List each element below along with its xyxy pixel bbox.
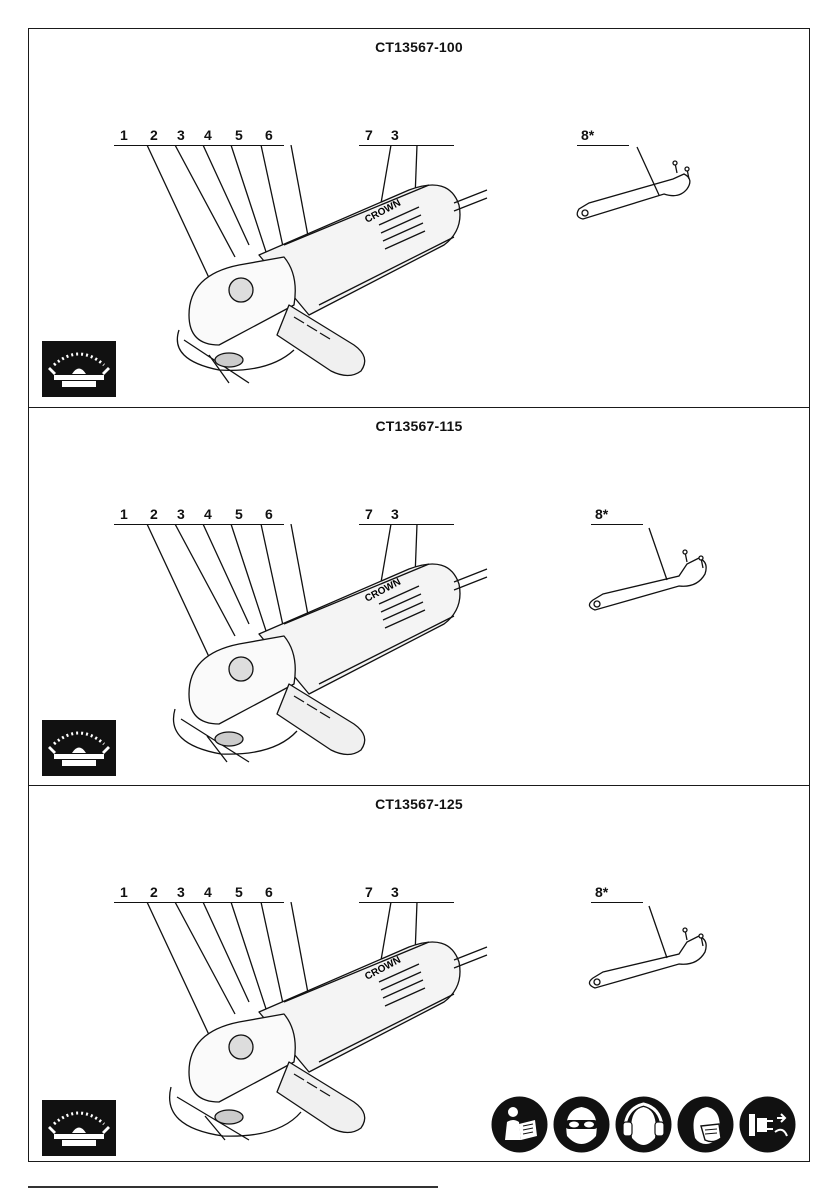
callout-2: 2: [150, 884, 158, 900]
ear-protection-icon: [615, 1096, 672, 1153]
panel-model-100: CT13567-100 1 2 3 4 5 6 7 3 8*: [29, 29, 809, 407]
angle-grinder-illustration: CROWN: [109, 902, 489, 1142]
eye-protection-icon: [553, 1096, 610, 1153]
callout-5: 5: [235, 506, 243, 522]
angle-grinder-illustration: CROWN: [109, 145, 489, 385]
callout-labels: 1 2 3 4 5 6 7 3: [114, 127, 454, 147]
callout-6: 6: [265, 506, 273, 522]
callout-5: 5: [235, 127, 243, 143]
model-title: CT13567-115: [29, 418, 809, 434]
variable-speed-disc-icon: [42, 1100, 116, 1156]
callout-3b: 3: [391, 506, 399, 522]
model-title: CT13567-125: [29, 796, 809, 812]
panel-model-115: CT13567-115 1 2 3 4 5 6 7 3 8*: [29, 407, 809, 785]
angle-grinder-illustration: CROWN: [109, 524, 489, 764]
dust-mask-icon: [677, 1096, 734, 1153]
callout-4: 4: [204, 884, 212, 900]
callout-7: 7: [365, 884, 373, 900]
callout-3: 3: [177, 884, 185, 900]
callout-1: 1: [120, 884, 128, 900]
callout-3: 3: [177, 127, 185, 143]
callout-1: 1: [120, 506, 128, 522]
callout-7: 7: [365, 506, 373, 522]
callout-2: 2: [150, 506, 158, 522]
footer-rule: [28, 1186, 438, 1188]
callout-1: 1: [120, 127, 128, 143]
callout-labels: 1 2 3 4 5 6 7 3: [114, 884, 454, 904]
callout-3: 3: [177, 506, 185, 522]
panel-model-125: CT13567-125 1 2 3 4 5 6 7 3 8*: [29, 785, 809, 1163]
variable-speed-disc-icon: [42, 720, 116, 776]
callout-4: 4: [204, 506, 212, 522]
pin-spanner-key-illustration: [569, 139, 719, 239]
callout-3b: 3: [391, 127, 399, 143]
callout-2: 2: [150, 127, 158, 143]
callout-5: 5: [235, 884, 243, 900]
callout-3b: 3: [391, 884, 399, 900]
callout-4: 4: [204, 127, 212, 143]
callout-7: 7: [365, 127, 373, 143]
callout-labels: 1 2 3 4 5 6 7 3: [114, 506, 454, 526]
unplug-before-service-icon: [739, 1096, 796, 1153]
model-title: CT13567-100: [29, 39, 809, 55]
callout-6: 6: [265, 127, 273, 143]
pin-spanner-key-illustration: [579, 896, 729, 996]
read-manual-icon: [491, 1096, 548, 1153]
pin-spanner-key-illustration: [579, 518, 729, 618]
manual-figure-sheet: CT13567-100 1 2 3 4 5 6 7 3 8*: [28, 28, 810, 1162]
variable-speed-disc-icon: [42, 341, 116, 397]
callout-6: 6: [265, 884, 273, 900]
